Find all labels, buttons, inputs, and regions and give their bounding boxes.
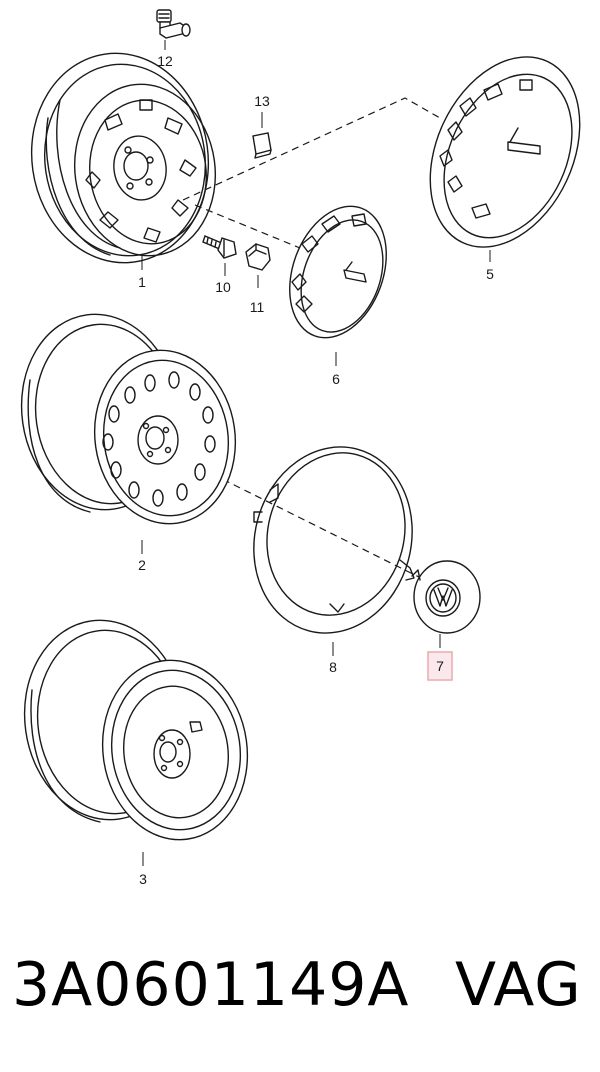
label-11: 11 bbox=[250, 299, 265, 315]
part-13-weight bbox=[252, 132, 272, 159]
part-11-nut bbox=[245, 243, 271, 271]
label-5: 5 bbox=[486, 266, 494, 282]
part-3-steel-wheel bbox=[23, 619, 249, 841]
label-10: 10 bbox=[215, 279, 231, 295]
highlight-box bbox=[427, 651, 453, 681]
brand-name: VAG bbox=[455, 950, 582, 1020]
part-12-valve bbox=[156, 9, 191, 39]
exploded-parts-diagram: 12 13 1 10 bbox=[20, 9, 581, 887]
label-6: 6 bbox=[332, 371, 340, 387]
part-5-wheel-cover bbox=[429, 56, 581, 248]
part-7-center-cap bbox=[411, 560, 481, 634]
part-1-steel-wheel bbox=[30, 52, 217, 264]
part-number: 3A0601149A bbox=[12, 950, 410, 1020]
label-3: 3 bbox=[139, 871, 147, 887]
label-13: 13 bbox=[254, 93, 270, 109]
label-7: 7 bbox=[436, 658, 444, 674]
label-2: 2 bbox=[138, 557, 146, 573]
label-1: 1 bbox=[138, 274, 146, 290]
part-8-trim-ring bbox=[253, 446, 415, 634]
footer: 3A0601149A VAG bbox=[0, 940, 600, 1050]
part-2-steel-wheel bbox=[20, 313, 237, 525]
part-6-hub-cap bbox=[289, 205, 387, 339]
part-10-bolt bbox=[202, 235, 237, 259]
label-8: 8 bbox=[329, 659, 337, 675]
label-12: 12 bbox=[157, 53, 173, 69]
